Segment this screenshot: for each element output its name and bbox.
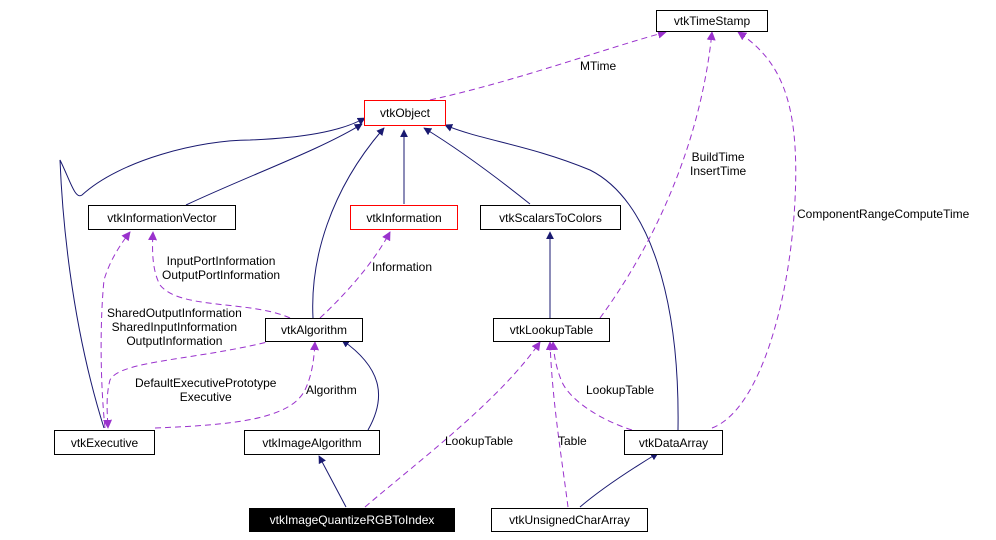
- node-vtk-scalars-to-colors[interactable]: vtkScalarsToColors: [480, 205, 621, 230]
- edge-label-executive: DefaultExecutivePrototype Executive: [135, 376, 276, 404]
- node-vtk-image-algorithm[interactable]: vtkImageAlgorithm: [244, 430, 380, 455]
- node-vtk-information[interactable]: vtkInformation: [350, 205, 458, 230]
- node-vtk-executive[interactable]: vtkExecutive: [54, 430, 155, 455]
- edge-dataarray-to-object: [444, 124, 679, 431]
- edge-executive-shared-informationvector: [100, 231, 131, 429]
- edge-algorithm-information-information: [319, 231, 391, 319]
- edge-label-build-insert-time: BuildTime InsertTime: [690, 150, 746, 178]
- label-lookup-table-dataarray: LookupTable: [586, 383, 655, 397]
- edge-object-mtime-timestamp: [429, 29, 667, 101]
- label-insert-time: InsertTime: [690, 164, 747, 178]
- label-output-information: OutputInformation: [126, 334, 223, 348]
- edge-informationvector-to-object: [185, 123, 363, 206]
- edge-quantize-to-imagealgorithm: [318, 455, 347, 508]
- label-build-time: BuildTime: [691, 150, 745, 164]
- node-vtk-image-quantize-rgb-to-index[interactable]: vtkImageQuantizeRGBToIndex: [249, 508, 455, 532]
- edge-algorithm-ports-informationvector: [148, 231, 291, 319]
- label-output-port-information: OutputPortInformation: [162, 268, 281, 282]
- edge-label-mtime: MTime: [580, 59, 616, 73]
- edge-algorithm-executive-executive: [103, 339, 276, 429]
- edge-label-port-information: InputPortInformation OutputPortInformati…: [162, 254, 280, 282]
- edge-label-algorithm: Algorithm: [306, 383, 357, 397]
- node-vtk-algorithm[interactable]: vtkAlgorithm: [265, 318, 363, 342]
- edge-label-lookup-table-quantize: LookupTable: [445, 434, 513, 448]
- label-information: Information: [372, 260, 433, 274]
- node-vtk-object[interactable]: vtkObject: [364, 100, 446, 126]
- edge-lookuptable-buildtime-timestamp: [599, 31, 716, 319]
- label-component-range-compute-time: ComponentRangeComputeTime: [797, 207, 970, 221]
- edge-quantize-lookuptable-lookuptable: [364, 341, 541, 508]
- edge-unsignedchar-table-lookuptable: [545, 341, 569, 508]
- edge-dataarray-lookuptable-lookuptable: [549, 341, 633, 431]
- label-default-executive-prototype: DefaultExecutivePrototype: [135, 376, 277, 390]
- edge-label-table: Table: [558, 434, 587, 448]
- edge-label-shared-information: SharedOutputInformation SharedInputInfor…: [107, 306, 242, 348]
- label-mtime: MTime: [580, 59, 617, 73]
- label-input-port-information: InputPortInformation: [166, 254, 276, 268]
- edge-unsignedchar-to-dataarray: [579, 452, 659, 508]
- label-algorithm: Algorithm: [306, 383, 357, 397]
- node-vtk-lookup-table[interactable]: vtkLookupTable: [493, 318, 610, 342]
- node-vtk-information-vector[interactable]: vtkInformationVector: [88, 205, 236, 230]
- edge-executive-to-object: [59, 117, 366, 429]
- label-table: Table: [558, 434, 587, 448]
- edge-algorithm-to-object: [312, 127, 385, 319]
- edge-label-component-range: ComponentRangeComputeTime: [797, 207, 969, 221]
- node-vtk-data-array[interactable]: vtkDataArray: [624, 430, 723, 455]
- edge-dataarray-range-timestamp: [711, 31, 797, 429]
- edge-label-information: Information: [372, 260, 432, 274]
- edge-label-lookup-table-dataarray: LookupTable: [586, 383, 654, 397]
- edge-executive-algorithm-algorithm: [154, 341, 320, 429]
- node-vtk-time-stamp[interactable]: vtkTimeStamp: [656, 10, 768, 32]
- edge-scalarstocolors-to-object: [423, 127, 531, 205]
- node-vtk-unsigned-char-array[interactable]: vtkUnsignedCharArray: [491, 508, 648, 532]
- label-shared-output-information: SharedOutputInformation: [107, 306, 242, 320]
- label-executive: Executive: [179, 390, 232, 404]
- label-lookup-table-quantize: LookupTable: [445, 434, 514, 448]
- label-shared-input-information: SharedInputInformation: [111, 320, 238, 334]
- edge-imagealgorithm-to-algorithm: [341, 339, 380, 431]
